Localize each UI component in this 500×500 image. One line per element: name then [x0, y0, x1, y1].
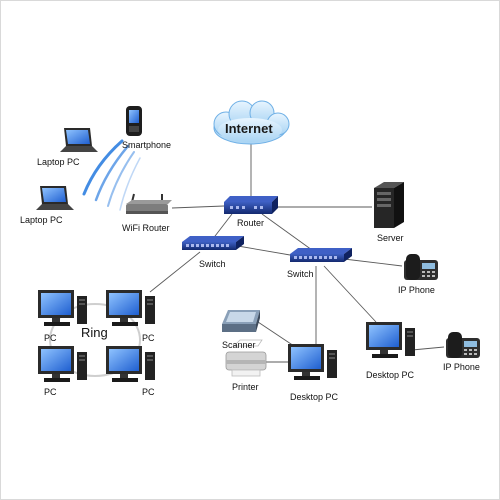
switch-label-left: Switch — [199, 259, 226, 269]
pc-icon-1 — [38, 290, 87, 326]
internet-cloud — [213, 100, 290, 145]
laptop-label-top: Laptop PC — [37, 157, 80, 167]
link-switch-right-desktop-right — [323, 265, 377, 323]
scanner-label: Scanner — [222, 340, 256, 350]
ip-phone-icon-bottom — [446, 332, 480, 358]
pc-label-4: PC — [142, 387, 155, 397]
laptop-icon-top — [60, 128, 98, 152]
smartphone-icon — [126, 106, 142, 136]
ring-connection — [49, 303, 141, 377]
desktop-pc-label-right: Desktop PC — [366, 370, 415, 380]
link-switch-left-switch-right — [231, 244, 291, 256]
pc-icon-2 — [106, 290, 155, 326]
link-wifi-router — [171, 205, 225, 209]
switch-icon-left — [182, 236, 244, 250]
ip-phone-label-bottom: IP Phone — [443, 362, 480, 372]
link-switch-right-ipphone — [343, 258, 403, 267]
router-icon — [224, 196, 278, 214]
scanner-icon — [222, 310, 260, 332]
wifi-waves — [82, 139, 141, 211]
laptop-icon-bottom — [36, 186, 74, 210]
ip-phone-label-top: IP Phone — [398, 285, 435, 295]
link-desktop-right-ipphone — [411, 346, 445, 351]
smartphone-label: Smartphone — [122, 140, 172, 150]
server-label: Server — [377, 233, 404, 243]
laptop-label-bottom: Laptop PC — [20, 215, 63, 225]
desktop-pc-label-center: Desktop PC — [290, 392, 339, 402]
server-icon — [374, 182, 404, 228]
switch-icon-right — [290, 248, 352, 262]
pc-icon-3 — [38, 346, 87, 382]
ip-phone-icon-top — [404, 254, 438, 280]
link-router-switch-right — [261, 213, 313, 251]
pc-label-2: PC — [142, 333, 155, 343]
wifi-router-label: WiFi Router — [122, 223, 170, 233]
printer-icon — [225, 339, 267, 377]
link-scanner-desktop — [257, 321, 295, 347]
router-label: Router — [237, 218, 265, 228]
pc-icon-4 — [106, 346, 155, 382]
pc-label-1: PC — [44, 333, 57, 343]
wifi-router-icon — [126, 193, 172, 214]
link-router-switch-left — [211, 213, 233, 241]
pc-label-3: PC — [44, 387, 57, 397]
network-links — [149, 142, 445, 363]
desktop-pc-icon-right — [366, 322, 415, 358]
link-switch-left-ring — [149, 251, 201, 293]
desktop-pc-icon-center — [288, 344, 337, 380]
ring-label: Ring — [81, 325, 108, 340]
internet-label: Internet — [225, 121, 273, 136]
switch-label-right: Switch — [287, 269, 314, 279]
printer-label: Printer — [232, 382, 259, 392]
